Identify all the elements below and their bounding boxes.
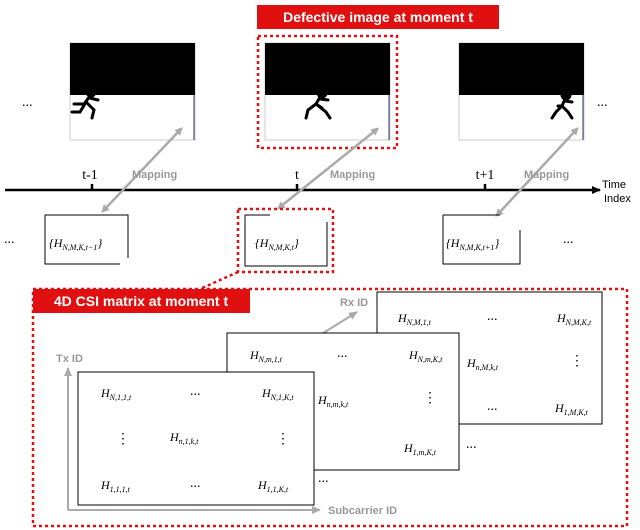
ellipsis-top-right: ... [597, 95, 608, 110]
subcarrier-id-label: Subcarrier ID [328, 505, 397, 517]
ellipsis-stack: ... [318, 471, 329, 486]
ellipsis-cell: ... [487, 399, 498, 414]
rx-id-label: Rx ID [340, 297, 368, 309]
svg-text:{HN,M,K,t−1}: {HN,M,K,t−1} [49, 236, 102, 252]
highlight-csi-t [236, 207, 335, 274]
vdots: ⋮ [570, 354, 584, 369]
matrix-label-t: {H [255, 236, 270, 250]
mapping-label-t-plus-1: Mapping [524, 169, 569, 181]
index-label: Index [604, 193, 631, 205]
csi-box-t-plus-1: {HN,M,K,t+1} [442, 214, 521, 265]
defective-image-label-bg [257, 5, 499, 29]
defective-image-label: Defective image at moment t [283, 9, 473, 25]
ellipsis-cell: ... [190, 476, 201, 491]
frame-t-plus-1 [458, 42, 585, 141]
mapping-arrow-t-plus-1 [495, 127, 579, 217]
matrix-label-t-minus-1: {H [49, 236, 64, 250]
vdots: ⋮ [423, 391, 437, 406]
tick-label-t: t [295, 168, 299, 183]
svg-text:{HN,M,K,t+1}: {HN,M,K,t+1} [446, 236, 499, 252]
ellipsis-cell: ... [190, 384, 201, 399]
csi-matrix-panel [31, 287, 629, 528]
csi-layer-1: HN,1,1,t ... HN,1,K,t ⋮ Hn,1,k,t ⋮ H1,1,… [77, 371, 329, 506]
csi-matrix-label: 4D CSI matrix at moment t [54, 293, 229, 309]
csi-matrix-label-bg [33, 289, 250, 313]
vdots: ⋮ [276, 432, 290, 447]
mapping-arrow-t-minus-1 [101, 127, 183, 213]
ellipsis-stack: ... [466, 437, 477, 452]
rx-axis [319, 311, 358, 336]
tick-label-t-minus-1: t-1 [82, 168, 98, 183]
svg-text:{HN,M,K,t}: {HN,M,K,t} [255, 236, 299, 252]
matrix-label-t-plus-1: {H [446, 236, 461, 250]
frame-t-minus-1 [69, 42, 196, 141]
matrix-sub-t-minus-1: N,M,K,t−1 [61, 243, 97, 252]
matrix-sub-t: N,M,K,t [267, 243, 294, 252]
tick-label-t-plus-1: t+1 [476, 168, 495, 183]
mapping-label-t: Mapping [330, 169, 375, 181]
ellipsis-mid-right: ... [563, 232, 574, 247]
mapping-label-t-minus-1: Mapping [132, 169, 177, 181]
runner-figure-icon [70, 86, 100, 120]
ellipsis-cell: ... [337, 346, 348, 361]
ellipsis-cell: ... [487, 309, 498, 324]
connector-dotted [199, 270, 239, 291]
ellipsis-mid-left: ... [4, 232, 15, 247]
vdots: ⋮ [116, 432, 130, 447]
time-label: Time [602, 179, 626, 191]
matrix-sub-t-plus-1: N,M,K,t+1 [458, 243, 494, 252]
csi-box-t-minus-1: {HN,M,K,t−1} [44, 214, 129, 265]
runner-figure-icon [550, 89, 574, 120]
csi-box-t: {HN,M,K,t} [244, 214, 328, 267]
tx-id-label: Tx ID [56, 353, 83, 365]
mapping-arrow-t [276, 127, 380, 210]
frame-t [264, 42, 391, 141]
ellipsis-top-left: ... [22, 95, 33, 110]
runner-figure-icon [304, 87, 332, 120]
